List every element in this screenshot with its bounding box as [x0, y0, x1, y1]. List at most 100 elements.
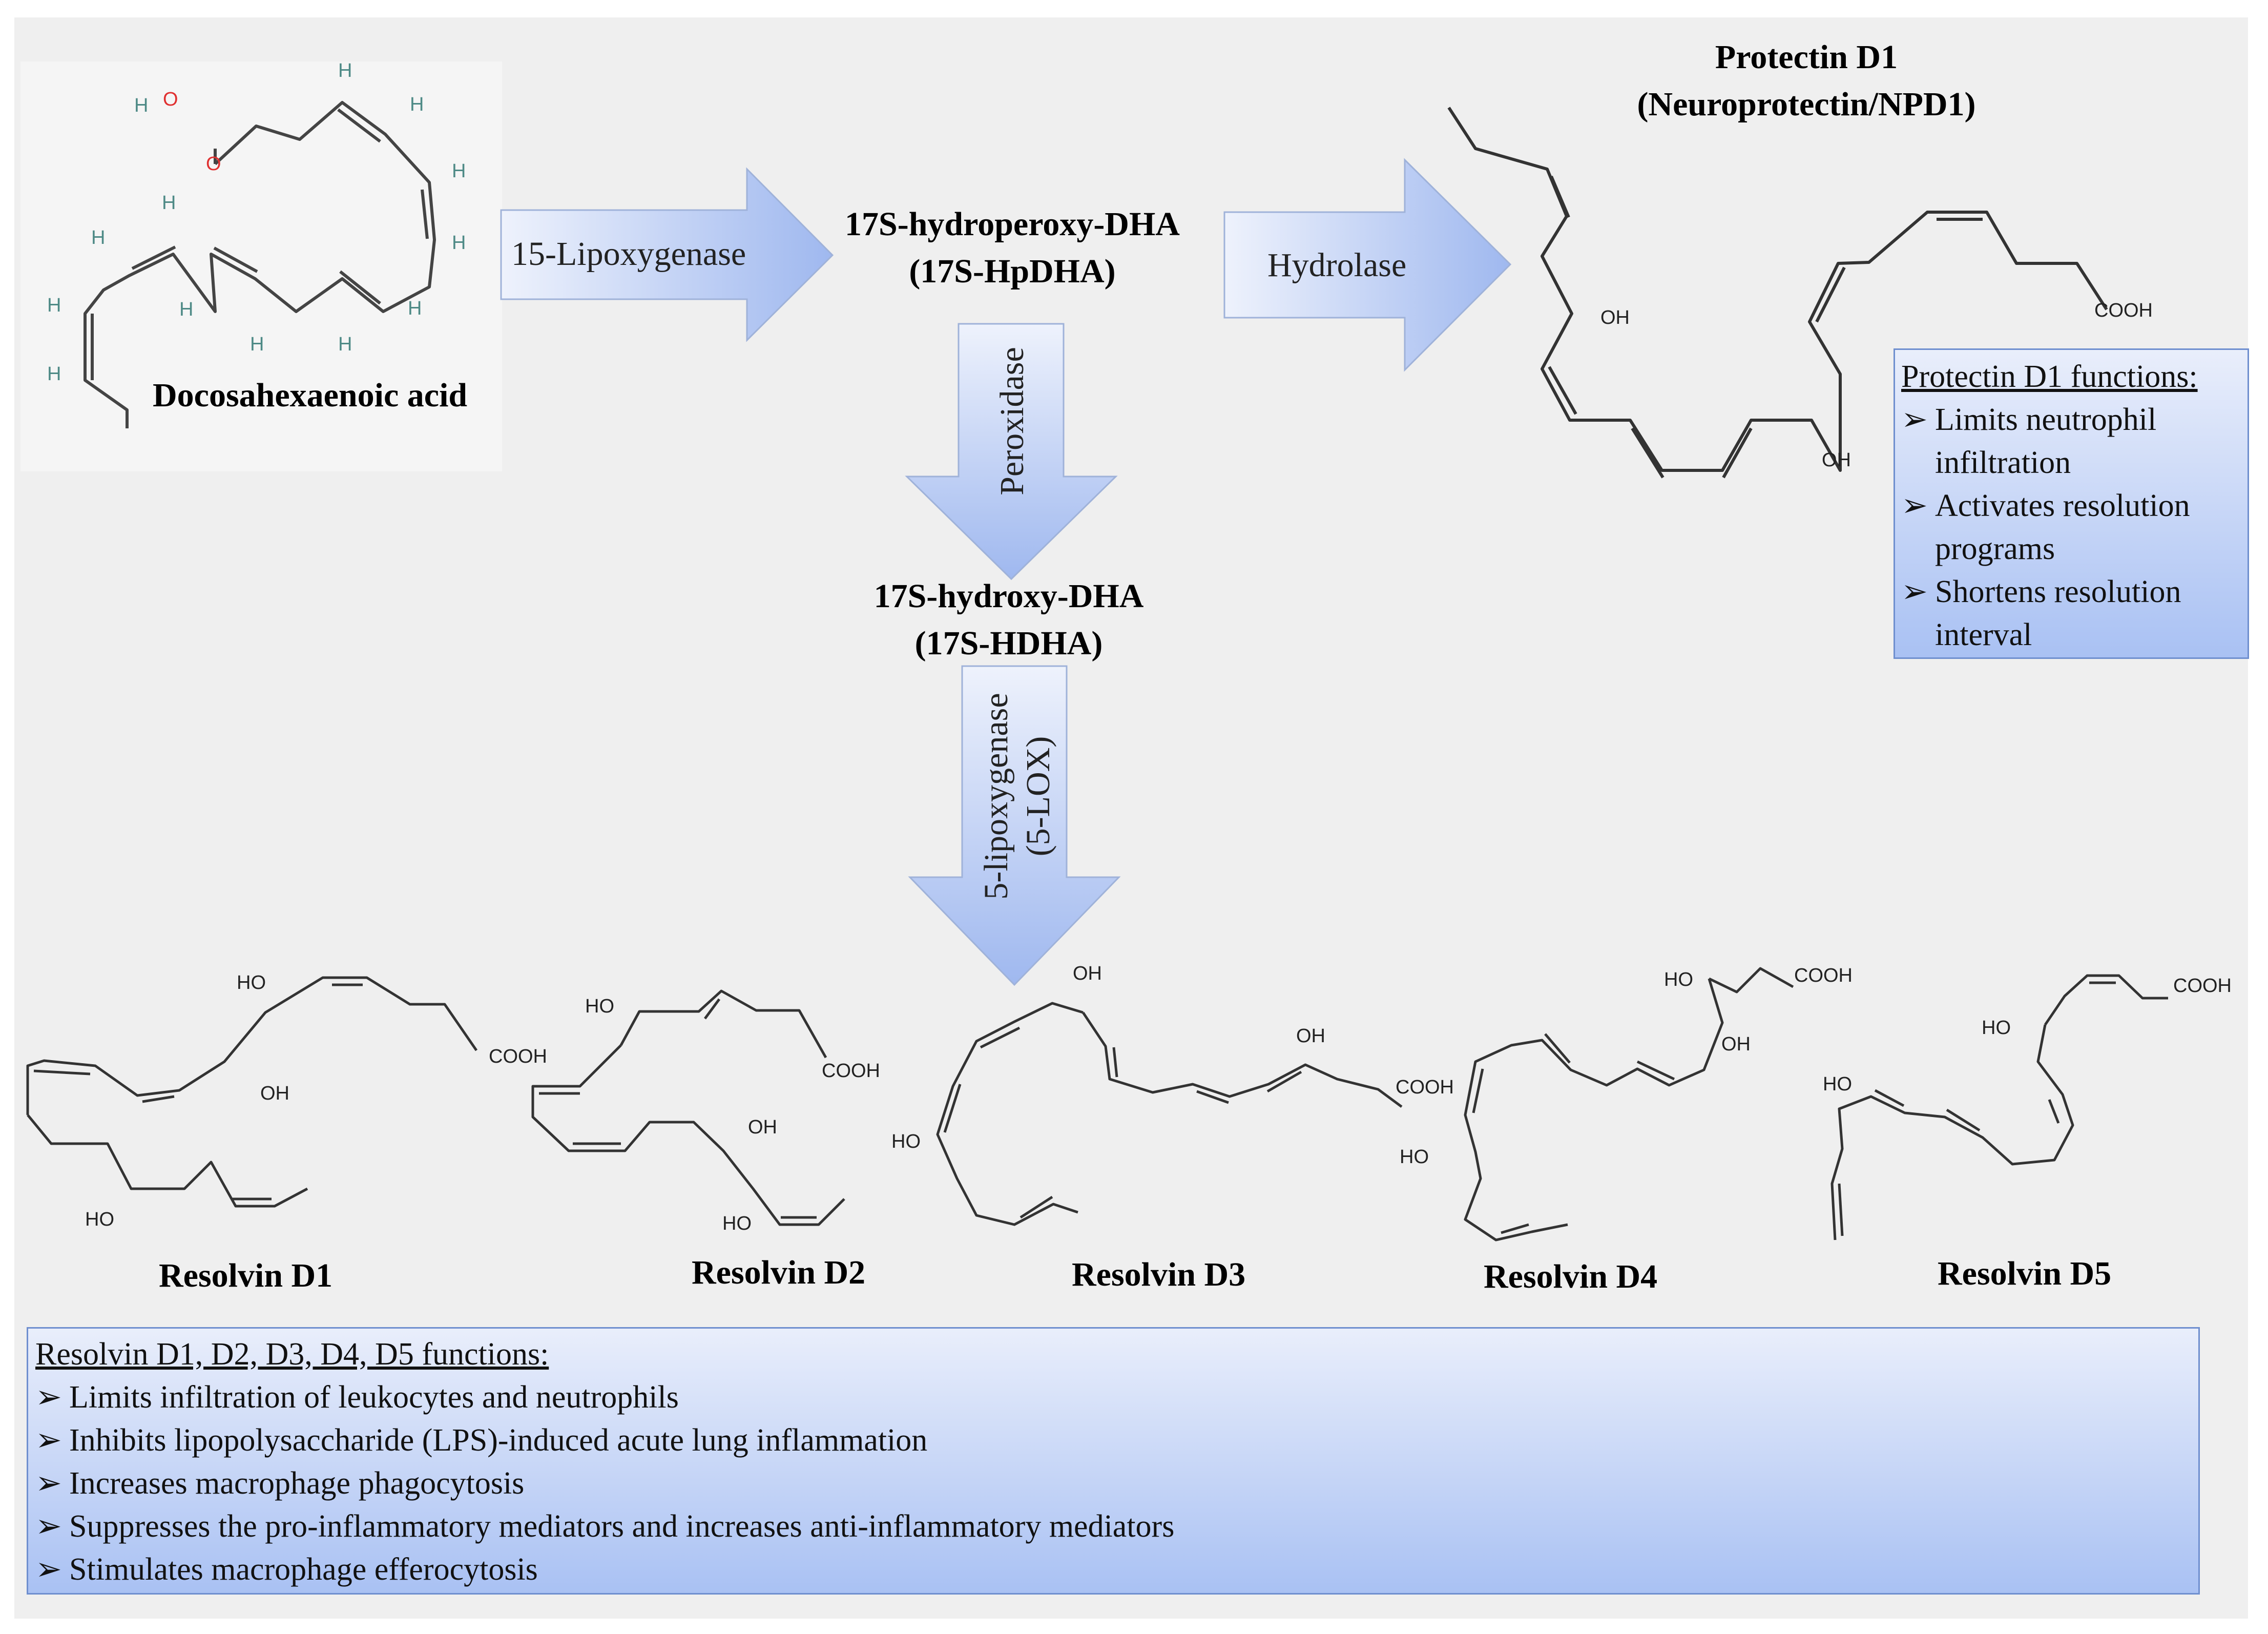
- bullet-arrow-icon: ➢: [35, 1466, 62, 1501]
- bullet-arrow-icon: ➢: [35, 1380, 62, 1415]
- resolvin-function-text: Stimulates macrophage efferocytosis: [69, 1552, 538, 1587]
- hdha-name-line1: 17S-hydroxy-DHA: [873, 577, 1144, 615]
- resolvin-function-item: ➢ Increases macrophage phagocytosis: [35, 1462, 2191, 1505]
- atom-ho: HO: [722, 1213, 752, 1234]
- atom-h: H: [408, 298, 422, 319]
- atom-cooh: COOH: [1794, 965, 1853, 986]
- arrow-5-lipoxygenase: [908, 665, 1121, 986]
- bullet-arrow-icon: ➢: [1901, 488, 1928, 523]
- atom-h: H: [452, 160, 466, 182]
- hpdha-name-line1: 17S-hydroperoxy-DHA: [845, 205, 1180, 243]
- atom-h: H: [162, 192, 176, 214]
- resolvin-d3-name: Resolvin D3: [1072, 1256, 1246, 1293]
- atom-h: H: [47, 295, 61, 316]
- protectin-function-item: ➢ Activates resolution programs: [1901, 484, 2241, 570]
- atom-o: O: [206, 153, 221, 175]
- protectin-functions-box: Protectin D1 functions: ➢ Limits neutrop…: [1894, 348, 2249, 659]
- resolvin-function-item: ➢ Suppresses the pro-inflammatory mediat…: [35, 1505, 2191, 1548]
- protectin-function-line: Limits neutrophil: [1935, 402, 2157, 437]
- resolvin-d2-structure: [531, 989, 845, 1226]
- atom-oh: OH: [1721, 1033, 1751, 1055]
- atom-ho: HO: [85, 1209, 114, 1230]
- enzyme-peroxidase: Peroxidase: [993, 347, 1031, 495]
- atom-cooh: COOH: [489, 1046, 547, 1067]
- arrow-peroxidase: [905, 323, 1118, 581]
- protectin-function-line: programs: [1935, 531, 2055, 566]
- arrow-15-lipoxygenase: [500, 167, 834, 342]
- atom-cooh: COOH: [2094, 300, 2153, 321]
- protectin-function-text: Limits neutrophil infiltration: [1935, 398, 2241, 484]
- resolvin-d1-structure: [26, 976, 478, 1208]
- atom-h: H: [452, 232, 466, 254]
- atom-oh: OH: [1073, 963, 1102, 984]
- bullet-arrow-icon: ➢: [35, 1423, 62, 1458]
- atom-h: H: [179, 299, 193, 320]
- resolvin-function-item: ➢ Limits infiltration of leukocytes and …: [35, 1376, 2191, 1419]
- hpdha-name-line2: (17S-HpDHA): [909, 253, 1116, 290]
- enzyme-5-lipoxygenase: 5-lipoxygenase (5-LOX): [975, 693, 1059, 899]
- atom-cooh: COOH: [822, 1060, 880, 1082]
- resolvin-functions-box: Resolvin D1, D2, D3, D4, D5 functions: ➢…: [27, 1327, 2200, 1595]
- atom-h: H: [47, 363, 61, 385]
- atom-cooh: COOH: [2173, 975, 2232, 997]
- resolvin-function-text: Limits infiltration of leukocytes and ne…: [69, 1380, 679, 1415]
- atom-h: H: [134, 95, 148, 116]
- protectin-function-item: ➢ Limits neutrophil infiltration: [1901, 398, 2241, 484]
- protectin-d1-name-line2: (Neuroprotectin/NPD1): [1637, 86, 1976, 123]
- protectin-function-text: Shortens resolution interval: [1935, 570, 2241, 656]
- bullet-arrow-icon: ➢: [1901, 574, 1928, 609]
- atom-ho: HO: [1400, 1146, 1429, 1168]
- bullet-arrow-icon: ➢: [35, 1552, 62, 1587]
- atom-ho: HO: [1823, 1073, 1852, 1095]
- bullet-arrow-icon: ➢: [35, 1509, 62, 1544]
- protectin-d1-structure: [1447, 107, 2108, 479]
- resolvin-function-text: Suppresses the pro-inflammatory mediator…: [69, 1509, 1175, 1544]
- atom-oh: OH: [1822, 449, 1851, 471]
- atom-cooh: COOH: [1396, 1077, 1454, 1098]
- hdha-name: 17S-hydroxy-DHA (17S-HDHA): [832, 573, 1185, 667]
- dha-structure-background: [20, 61, 502, 471]
- dha-name: Docosahexaenoic acid: [153, 377, 468, 414]
- resolvin-d5-name: Resolvin D5: [1938, 1255, 2112, 1292]
- atom-oh: OH: [1296, 1025, 1325, 1047]
- resolvin-function-item: ➢ Stimulates macrophage efferocytosis: [35, 1548, 2191, 1591]
- resolvin-function-item: ➢ Inhibits lipopolysaccharide (LPS)-indu…: [35, 1419, 2191, 1462]
- hdha-name-line2: (17S-HDHA): [914, 625, 1103, 662]
- bullet-arrow-icon: ➢: [1901, 402, 1928, 437]
- resolvin-d4-structure: [1464, 967, 1794, 1242]
- protectin-function-line: infiltration: [1935, 445, 2071, 480]
- atom-h: H: [338, 334, 352, 355]
- atom-ho: HO: [237, 972, 266, 994]
- protectin-d1-name-line1: Protectin D1: [1715, 38, 1898, 76]
- dha-structure: [84, 101, 436, 428]
- protectin-d1-name: Protectin D1 (Neuroprotectin/NPD1): [1596, 34, 2016, 128]
- resolvin-function-text: Inhibits lipopolysaccharide (LPS)-induce…: [69, 1423, 928, 1458]
- atom-oh: OH: [260, 1083, 289, 1104]
- atom-ho: HO: [1982, 1017, 2011, 1039]
- protectin-function-text: Activates resolution programs: [1935, 484, 2241, 570]
- atom-ho: HO: [1664, 969, 1693, 990]
- enzyme-hydrolase: Hydrolase: [1267, 246, 1407, 284]
- resolvin-d1-name: Resolvin D1: [159, 1257, 333, 1294]
- resolvin-d4-name: Resolvin D4: [1484, 1258, 1658, 1295]
- enzyme-5-lipoxygenase-abbrev: (5-LOX): [1019, 736, 1057, 857]
- atom-ho: HO: [585, 996, 614, 1017]
- protectin-function-line: Activates resolution: [1935, 488, 2190, 523]
- atom-oh: OH: [1600, 307, 1630, 328]
- atom-ho: HO: [891, 1131, 921, 1152]
- protectin-function-item: ➢ Shortens resolution interval: [1901, 570, 2241, 656]
- atom-labels: H O O H H H H H H H H H H H H OH OH COOH…: [47, 60, 2232, 1234]
- protectin-functions-title: Protectin D1 functions:: [1901, 359, 2198, 394]
- atom-o: O: [163, 89, 178, 110]
- resolvin-d3-structure: [936, 1002, 1403, 1226]
- hpdha-name: 17S-hydroperoxy-DHA (17S-HpDHA): [818, 201, 1207, 295]
- enzyme-15-lipoxygenase: 15-Lipoxygenase: [511, 235, 746, 273]
- protectin-function-line: Shortens resolution: [1935, 574, 2181, 609]
- enzyme-5-lipoxygenase-name: 5-lipoxygenase: [977, 693, 1015, 900]
- resolvin-function-text: Increases macrophage phagocytosis: [69, 1466, 525, 1501]
- protectin-function-line: interval: [1935, 617, 2032, 652]
- atom-oh: OH: [748, 1116, 777, 1138]
- atom-h: H: [91, 227, 105, 249]
- atom-h: H: [410, 94, 424, 115]
